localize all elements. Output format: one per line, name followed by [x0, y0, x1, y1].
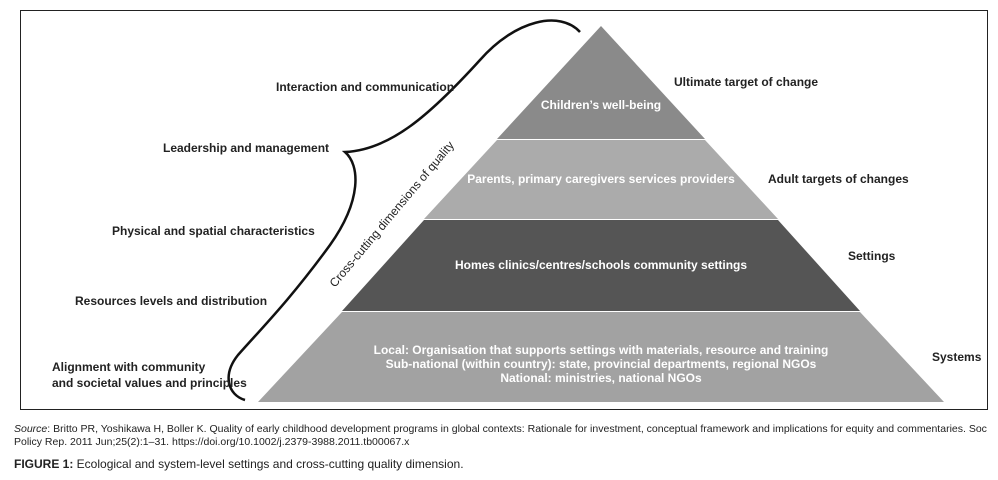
curly-brace — [227, 19, 581, 402]
dimension-interaction: Interaction and communication — [276, 80, 455, 94]
pyramid-level-3 — [342, 220, 860, 311]
level-4-line: Sub-national (within country): state, pr… — [385, 357, 817, 371]
pyramid-level-4 — [258, 312, 944, 402]
level-2-label: Adult targets of changes — [768, 172, 909, 186]
level-4-line: National: ministries, national NGOs — [500, 371, 702, 385]
figure-caption: FIGURE 1: Ecological and system-level se… — [14, 457, 464, 471]
dimension-alignment: Alignment with community and societal va… — [52, 359, 247, 391]
caption-label: FIGURE 1: — [14, 457, 74, 471]
source-prefix: Source — [14, 423, 48, 435]
dimension-physical: Physical and spatial characteristics — [112, 224, 315, 238]
level-1-text: Children’s well-being — [540, 98, 662, 112]
level-4-label: Systems — [932, 350, 982, 364]
level-4-text: Local: Organisation that supports settin… — [374, 343, 829, 385]
dimension-resources: Resources levels and distribution — [75, 294, 268, 308]
dimension-alignment-line: Alignment with community — [52, 360, 206, 374]
pyramid-level-1 — [497, 26, 705, 139]
dimension-leadership: Leadership and management — [163, 141, 330, 155]
dimension-alignment-line: and societal values and principles — [52, 376, 247, 390]
pyramid-level-2 — [424, 140, 778, 219]
source-note: Source: Britto PR, Yoshikawa H, Boller K… — [14, 423, 989, 449]
figure-frame — [20, 10, 988, 410]
level-3-text: Homes clinics/centres/schools community … — [454, 258, 748, 272]
level-4-line: Local: Organisation that supports settin… — [373, 343, 829, 357]
level-1-label: Ultimate target of change — [674, 75, 819, 89]
level-2-text: Parents, primary caregivers services pro… — [467, 172, 735, 186]
caption-text: Ecological and system-level settings and… — [73, 457, 464, 471]
level-3-label: Settings — [848, 249, 896, 263]
source-text: : Britto PR, Yoshikawa H, Boller K. Qual… — [14, 423, 987, 448]
